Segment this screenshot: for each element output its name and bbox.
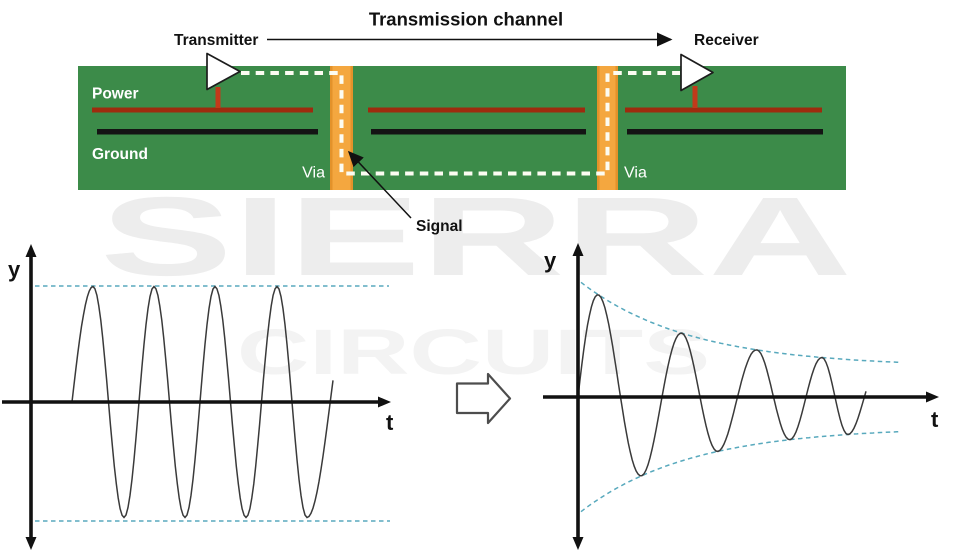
left-y-axis-label: y [8, 257, 21, 282]
output-damped-wave [577, 294, 867, 477]
receiver-stub [692, 86, 698, 108]
left-y-axis-down-arrow-icon [25, 537, 37, 550]
right-y-axis-up-arrow-icon [572, 243, 584, 256]
board-substrate [78, 66, 846, 190]
via-left-label: Via [302, 165, 325, 182]
right-t-axis-label: t [931, 407, 939, 432]
power-trace-segment [368, 107, 585, 113]
graph-input-signal: y t [2, 244, 394, 550]
graph-output-signal: y t [543, 243, 939, 550]
power-trace-segment [625, 107, 822, 113]
input-sine-wave [71, 285, 334, 519]
channel-annotation: Transmission channel Transmitter Receive… [174, 9, 759, 50]
transmitter-label: Transmitter [174, 32, 258, 49]
ground-label: Ground [92, 146, 148, 163]
left-y-axis-up-arrow-icon [25, 244, 37, 257]
receiver-label: Receiver [694, 32, 759, 49]
power-label: Power [92, 86, 139, 103]
page-title: Transmission channel [369, 9, 563, 30]
right-t-axis-arrow-icon [926, 391, 939, 403]
signal-callout: Signal [347, 150, 463, 235]
transform-arrow-icon [455, 372, 512, 425]
left-t-axis-label: t [386, 410, 394, 435]
right-y-axis-label: y [544, 248, 557, 273]
ground-trace-segment [371, 129, 586, 135]
power-plane [92, 107, 822, 113]
ground-trace-segment [627, 129, 823, 135]
signal-leader-arrow [347, 150, 412, 219]
signal-route-dashed [241, 71, 680, 176]
transmitter-stub [215, 87, 221, 108]
receiver-buffer-icon [680, 53, 714, 92]
left-t-axis-arrow-icon [378, 396, 391, 408]
output-upper-envelope-dashed [580, 281, 902, 364]
ground-trace-segment [97, 129, 318, 135]
watermark: SIERRA CIRCUITS [100, 174, 852, 388]
signal-label: Signal [416, 218, 463, 235]
power-trace-segment [92, 107, 313, 113]
via-right-barrel [599, 66, 616, 190]
pcb-board: Power Ground Via Via [78, 52, 846, 190]
watermark-line2: CIRCUITS [237, 316, 710, 388]
via-right-label: Via [624, 165, 647, 182]
right-y-axis-down-arrow-icon [572, 537, 584, 550]
ground-plane [97, 129, 823, 135]
watermark-line1: SIERRA [100, 174, 852, 299]
transmitter-buffer-icon [206, 52, 241, 91]
